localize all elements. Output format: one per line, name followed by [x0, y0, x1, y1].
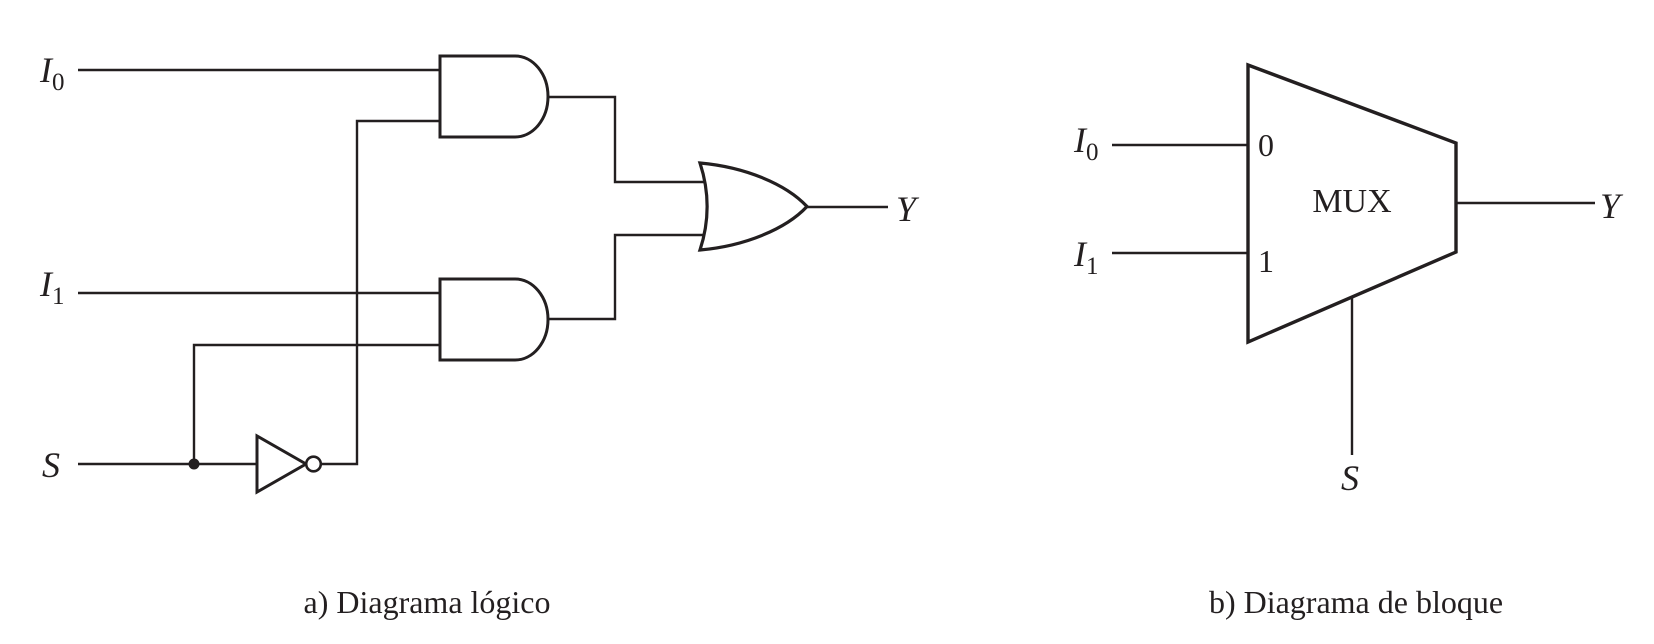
wire-s-branch-to-and-bottom — [192, 343, 444, 464]
label-s-left: S — [42, 445, 60, 485]
label-s-right: S — [1341, 458, 1359, 498]
label-y-right: Y — [1600, 186, 1624, 226]
label-i1-right: I1 — [1073, 234, 1099, 280]
junction-dot — [188, 458, 200, 470]
label-i1-right-sub: 1 — [1086, 253, 1099, 280]
logic-diagram: I0 I1 S Y a) Diagrama lógico — [39, 50, 920, 620]
mux-trapezoid — [1246, 62, 1458, 345]
mux-block-label: MUX — [1312, 183, 1391, 220]
label-i0-left-base: I — [39, 50, 54, 90]
label-i0-left: I0 — [39, 50, 65, 96]
caption-logic-diagram: a) Diagrama lógico — [304, 584, 551, 620]
label-i1-left-sub: 1 — [52, 283, 65, 310]
label-i1-right-base: I — [1073, 234, 1088, 274]
label-i0-right-sub: 0 — [1086, 139, 1099, 166]
label-i1-left: I1 — [39, 264, 65, 310]
pin-label-0: 0 — [1258, 127, 1274, 163]
caption-block-diagram: b) Diagrama de bloque — [1209, 584, 1503, 620]
label-i0-right: I0 — [1073, 120, 1099, 166]
label-i1-left-base: I — [39, 264, 54, 304]
wire-and-top-to-or — [546, 95, 710, 184]
label-i0-right-base: I — [1073, 120, 1088, 160]
wire-and-bottom-to-or — [546, 233, 710, 321]
not-gate-bubble — [304, 455, 323, 473]
not-gate-triangle — [255, 433, 310, 495]
block-diagram: I0 I1 0 1 MUX Y S b) Diagrama de bloque — [1073, 62, 1624, 620]
wire-s-inverted-to-and-top — [320, 119, 444, 466]
label-i0-left-sub: 0 — [52, 69, 65, 96]
or-gate — [697, 161, 810, 252]
and-gate-bottom — [438, 277, 550, 362]
and-gate-top — [438, 54, 550, 139]
pin-label-1: 1 — [1258, 243, 1274, 279]
label-y-left: Y — [896, 189, 920, 229]
